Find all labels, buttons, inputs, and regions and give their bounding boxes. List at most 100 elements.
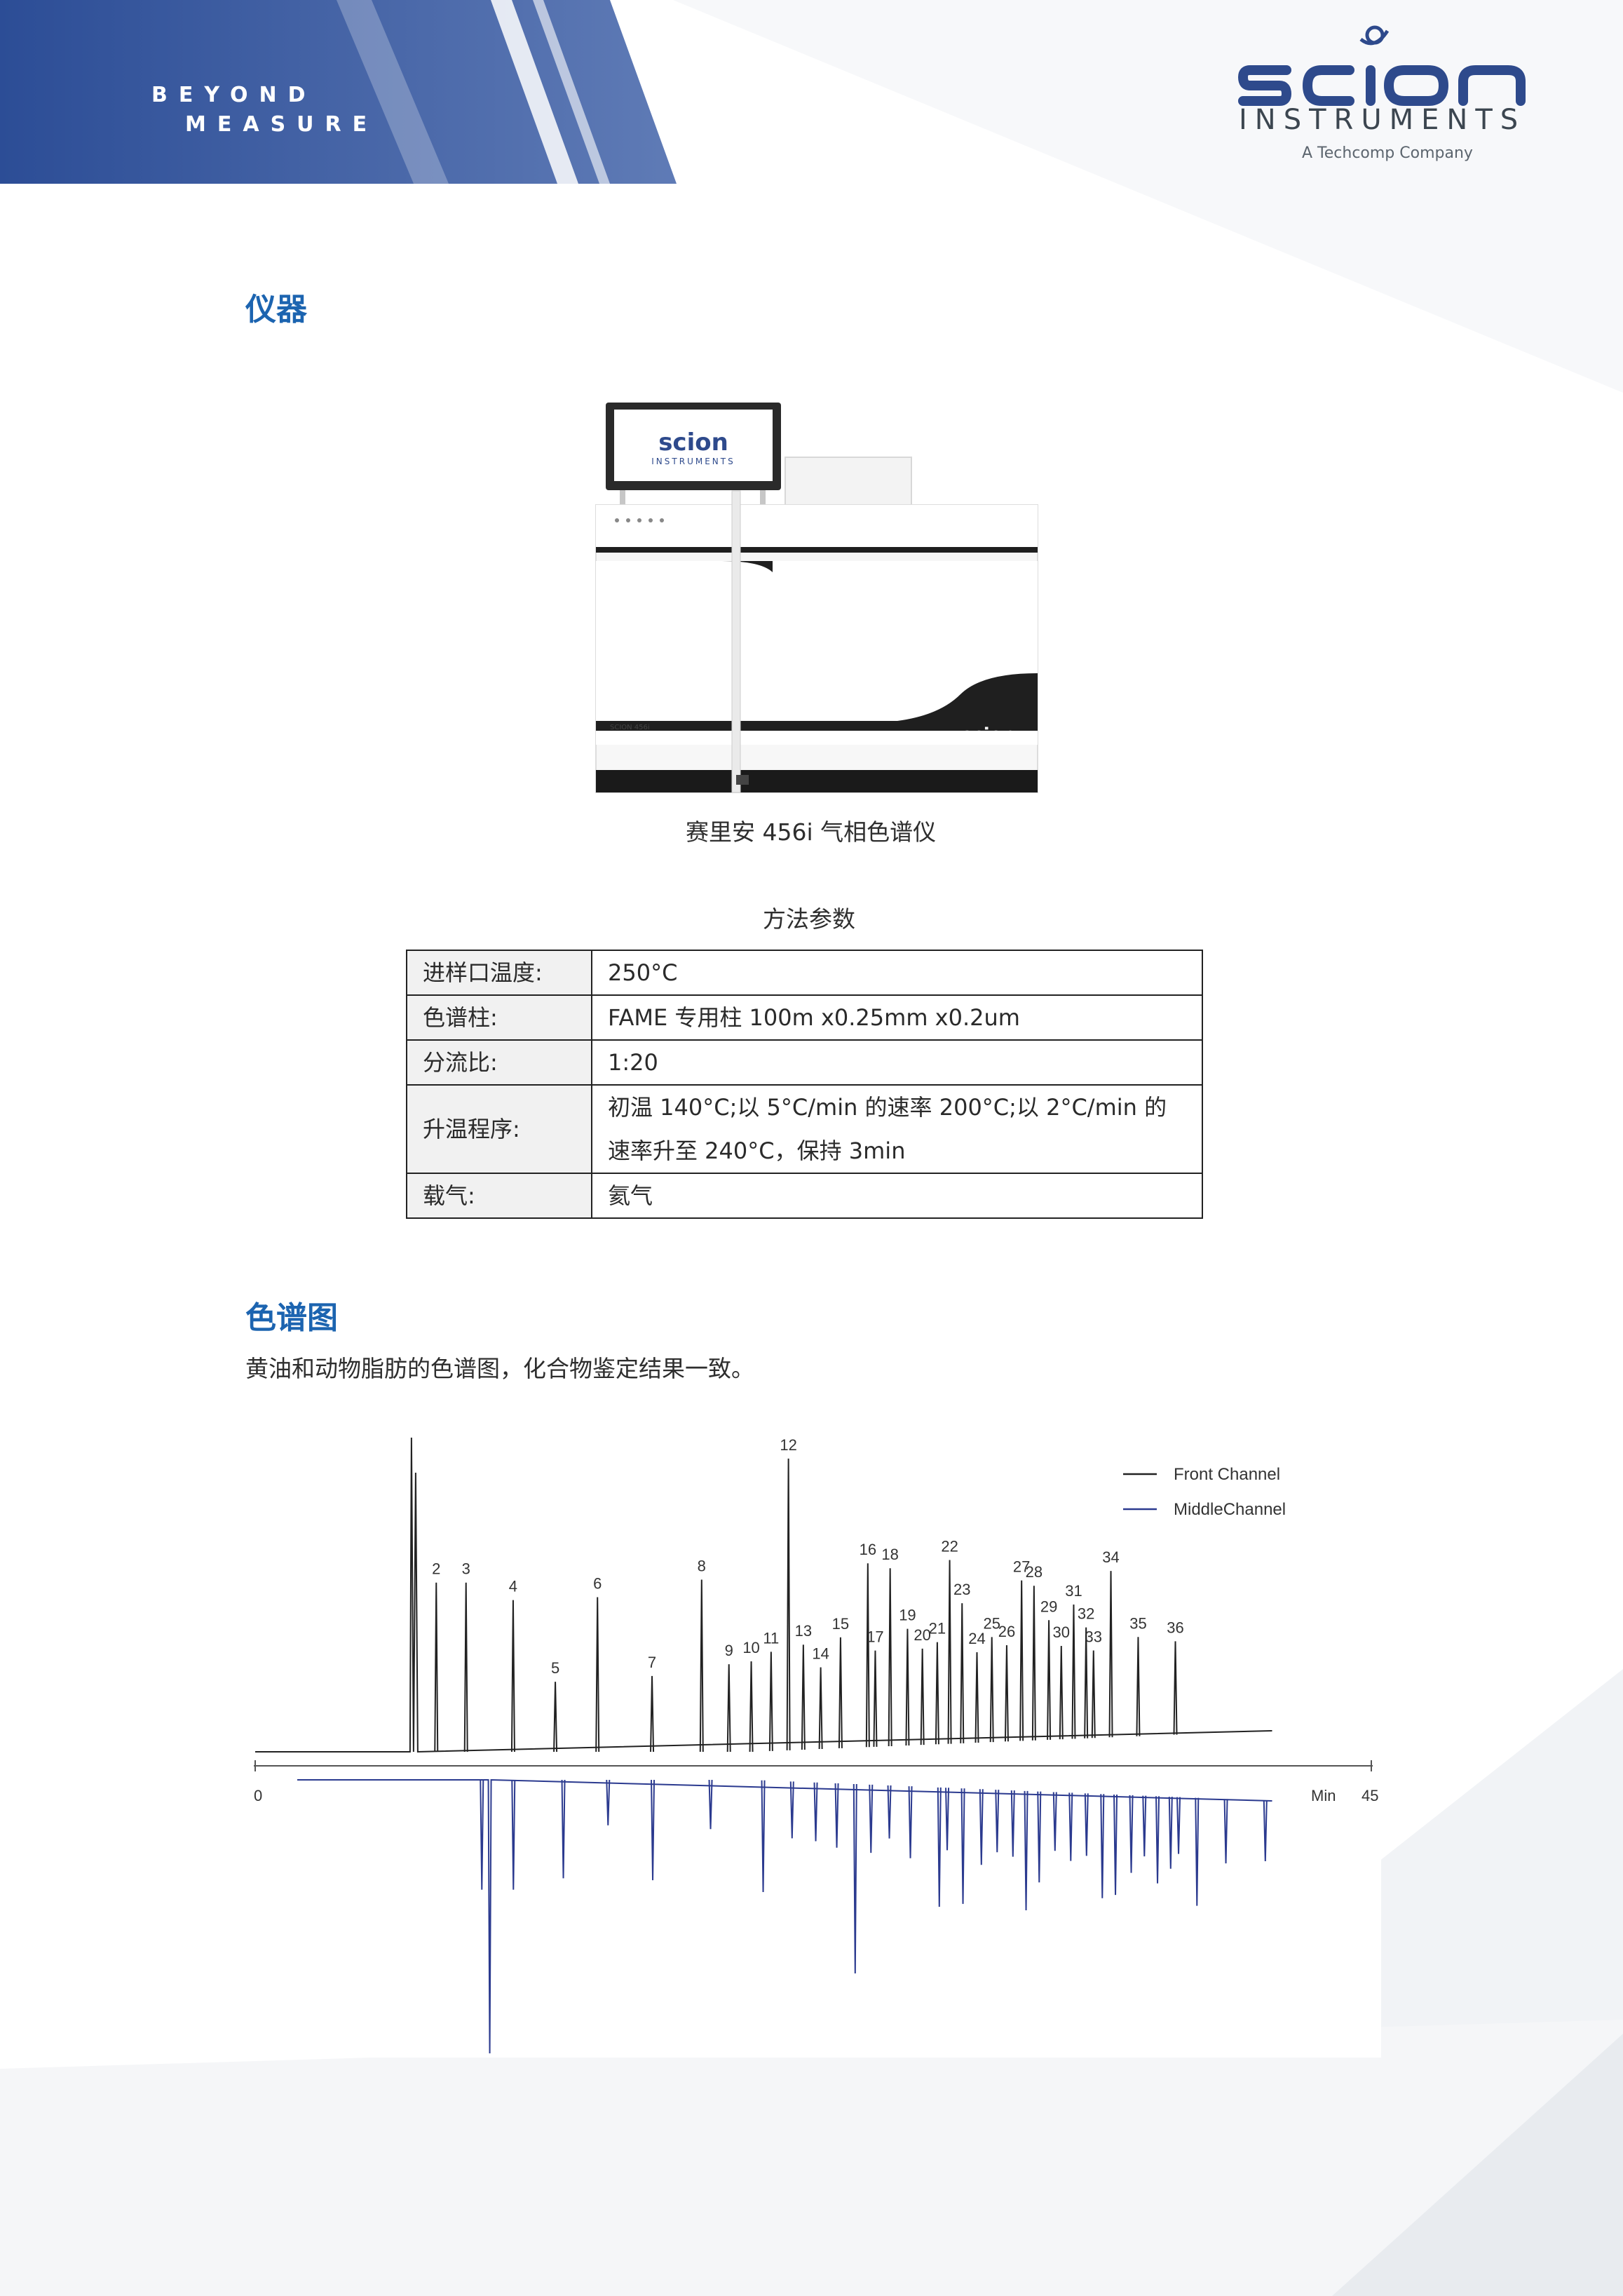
middle-peak-17	[945, 1788, 950, 1851]
front-peak-11	[768, 1652, 773, 1751]
param-key: 升温程序:	[406, 1084, 592, 1174]
middle-peak-27	[1100, 1794, 1105, 1898]
middle-peak-35	[1223, 1799, 1228, 1864]
middle-peak-15	[908, 1786, 913, 1858]
instrument-caption: 赛里安 456i 气相色谱仪	[686, 818, 937, 846]
middle-peak-23	[1037, 1791, 1042, 1883]
middle-peak-19	[979, 1789, 984, 1865]
front-peak-29	[1047, 1620, 1052, 1740]
peak-label-2: 2	[432, 1560, 440, 1578]
middle-peak-30	[1142, 1795, 1147, 1857]
param-key: 进样口温度:	[406, 950, 592, 996]
scion-logo: INSTRUMENTS A Techcomp Company	[1237, 21, 1539, 168]
front-peak-3	[463, 1582, 468, 1753]
table-row: 载气: 氦气	[406, 1173, 1203, 1219]
front-peak-20	[920, 1648, 925, 1745]
middle-peak-29	[1129, 1795, 1134, 1873]
middle-peak-31	[1155, 1796, 1160, 1884]
front-peak-7	[650, 1675, 655, 1753]
header-banner	[0, 0, 677, 184]
peak-label-33: 33	[1085, 1628, 1102, 1645]
peak-label-3: 3	[462, 1560, 470, 1578]
middle-peak-32	[1168, 1797, 1173, 1869]
middle-peak-2	[480, 1779, 484, 1890]
peak-label-23: 23	[953, 1581, 970, 1598]
param-key: 分流比:	[406, 1039, 592, 1086]
front-peak-28	[1031, 1586, 1036, 1741]
peak-label-30: 30	[1053, 1623, 1070, 1641]
axis-unit-label: Min	[1311, 1787, 1336, 1804]
middle-peak-36	[1263, 1800, 1268, 1862]
peak-label-27: 27	[1013, 1558, 1030, 1576]
middle-peak-5	[606, 1779, 611, 1825]
tagline-line1: BEYOND	[151, 83, 317, 107]
middle-peak-26	[1084, 1793, 1089, 1856]
middle-peak-12	[853, 1783, 857, 1973]
peak-label-19: 19	[899, 1607, 916, 1624]
front-peak-36	[1173, 1641, 1178, 1735]
logo-subtitle: INSTRUMENTS	[1239, 104, 1526, 136]
peak-label-12: 12	[780, 1436, 796, 1454]
front-peak-21	[935, 1642, 939, 1745]
logo-company: A Techcomp Company	[1302, 144, 1473, 162]
middle-peak-14	[887, 1785, 892, 1839]
peak-label-13: 13	[795, 1622, 812, 1640]
peak-label-28: 28	[1026, 1563, 1043, 1581]
legend-middle-label: MiddleChannel	[1174, 1500, 1286, 1519]
section-title-chromatogram: 色谱图	[245, 1300, 338, 1336]
peak-label-22: 22	[941, 1537, 958, 1555]
front-peak-24	[975, 1652, 979, 1743]
param-value: 氦气	[591, 1173, 1203, 1219]
front-peak-22	[947, 1560, 952, 1744]
peak-label-24: 24	[968, 1630, 985, 1647]
peak-label-4: 4	[509, 1578, 517, 1595]
front-peak-17	[873, 1650, 878, 1747]
middle-peak-20	[995, 1790, 1000, 1853]
front-peak-4	[510, 1600, 515, 1753]
front-peak-35	[1136, 1637, 1141, 1736]
peak-label-9: 9	[725, 1642, 733, 1659]
peak-label-31: 31	[1065, 1582, 1082, 1600]
front-peak-34	[1108, 1571, 1113, 1738]
param-value: FAME 专用柱 100m x0.25mm x0.2um	[591, 994, 1203, 1041]
front-peak-6	[595, 1597, 600, 1753]
middle-peak-6	[651, 1779, 656, 1881]
param-key: 载气:	[406, 1173, 592, 1219]
param-value: 1:20	[591, 1039, 1203, 1086]
peak-label-6: 6	[593, 1575, 602, 1593]
table-row: 分流比: 1:20	[406, 1039, 1203, 1086]
middle-peak-18	[960, 1788, 965, 1904]
scion-wordmark	[1237, 25, 1526, 106]
front-peak-31	[1071, 1605, 1076, 1739]
middle-peak-9	[789, 1781, 794, 1839]
peak-label-5: 5	[551, 1659, 559, 1677]
middle-peak-25	[1068, 1792, 1073, 1861]
table-row: 色谱柱: FAME 专用柱 100m x0.25mm x0.2um	[406, 994, 1203, 1041]
peak-label-34: 34	[1102, 1548, 1119, 1566]
table-row: 升温程序: 初温 140°C;以 5°C/min 的速率 200°C;以 2°C…	[406, 1084, 1203, 1174]
peak-label-26: 26	[998, 1623, 1015, 1640]
middle-peak-21	[1010, 1790, 1015, 1857]
tagline-line2: MEASURE	[185, 112, 379, 137]
peak-label-36: 36	[1167, 1619, 1183, 1636]
front-peak-2	[434, 1582, 439, 1753]
axis-start-label: 0	[254, 1787, 262, 1804]
front-peak-10	[749, 1661, 754, 1753]
peak-label-15: 15	[832, 1615, 849, 1633]
front-peak-15	[838, 1637, 843, 1748]
front-channel-trace	[255, 1437, 1272, 1753]
body-label: SCION 456i	[610, 724, 650, 731]
peak-label-7: 7	[648, 1654, 656, 1671]
legend-front-label: Front Channel	[1174, 1465, 1280, 1484]
middle-peak-28	[1113, 1794, 1118, 1896]
middle-peak-34	[1195, 1797, 1200, 1906]
front-peak-32	[1084, 1627, 1089, 1738]
method-table: 进样口温度: 250°C 色谱柱: FAME 专用柱 100m x0.25mm …	[406, 950, 1203, 1219]
middle-peak-22	[1024, 1790, 1028, 1910]
front-peak-12	[786, 1458, 791, 1750]
param-key: 色谱柱:	[406, 994, 592, 1041]
front-peak-14	[818, 1667, 823, 1750]
front-peak-26	[1004, 1645, 1009, 1742]
